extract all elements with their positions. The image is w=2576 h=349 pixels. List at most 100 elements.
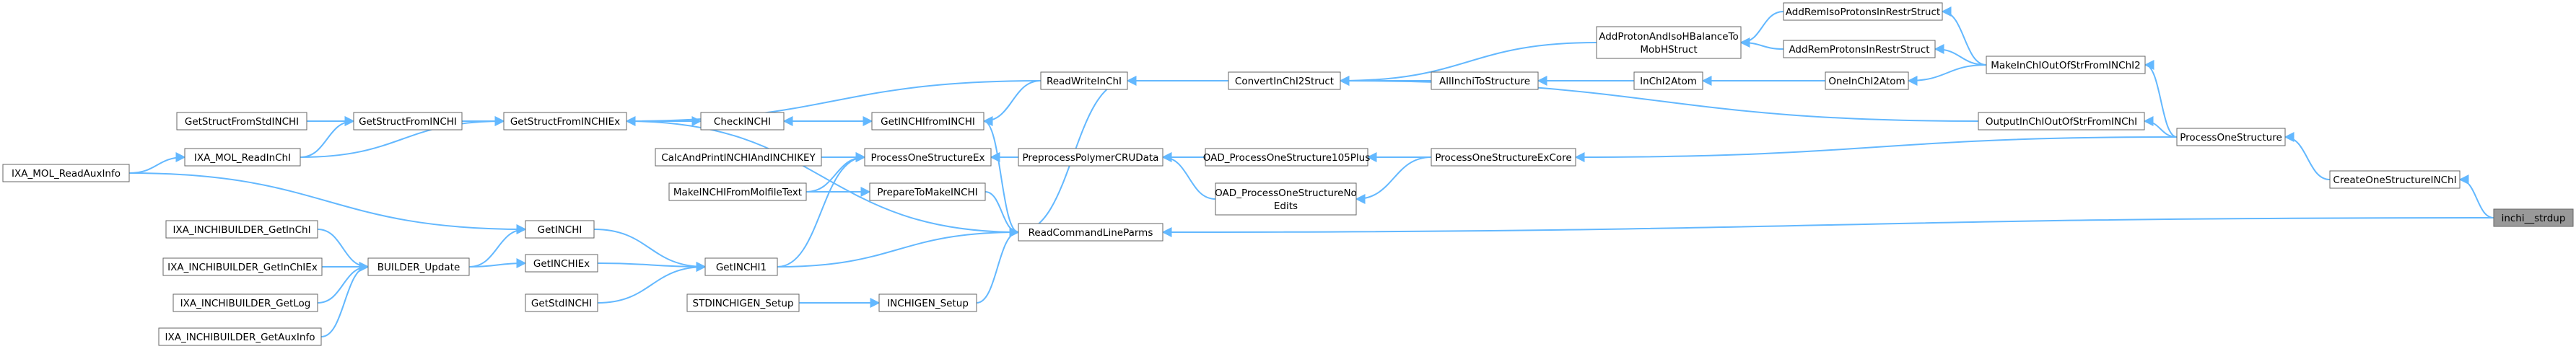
node-box (1978, 112, 2145, 131)
node-box (1018, 223, 1163, 242)
node-label: GetINCHI (538, 224, 582, 236)
node-AddRemProtonsInRestrStruct[interactable]: AddRemProtonsInRestrStruct (1783, 40, 1936, 58)
edge-GetINCHI1-to-GetINCHIEx (597, 261, 707, 272)
node-ProcessOneStructureEx[interactable]: ProcessOneStructureEx (864, 148, 992, 167)
edge-BUILDER_Update-to-IXA_INCHIBUILDER_GetInChI (317, 229, 370, 272)
node-GetINCHIEx[interactable]: GetINCHIEx (525, 254, 598, 273)
node-GetINCHI1[interactable]: GetINCHI1 (704, 257, 778, 276)
node-label: STDINCHIGEN_Setup (693, 298, 794, 309)
node-box (1783, 2, 1943, 21)
node-label: MobHStruct (1640, 44, 1697, 56)
node-OneInChI2Atom[interactable]: OneInChI2Atom (1825, 71, 1909, 90)
node-CheckINCHI[interactable]: CheckINCHI (700, 112, 785, 131)
node-INCHIGEN_Setup[interactable]: INCHIGEN_Setup (878, 293, 977, 312)
node-box (525, 293, 598, 312)
node-BUILDER_Update[interactable]: BUILDER_Update (367, 257, 470, 276)
node-GetStdINCHI[interactable]: GetStdINCHI (525, 293, 598, 312)
edge-AddRemIsoProtonsInRestrStruct-to-MakeInChIOutOfStrFromINChI2 (1941, 6, 1987, 66)
node-GetINCHIfromINCHI[interactable]: GetINCHIfromINCHI (871, 112, 984, 131)
edge-ReadCommandLineParms-to-inchi_strdup (1161, 217, 2494, 237)
edge-ConvertInChI2Struct-to-AddProtonAndIsoHBalanceToMobHStruct (1339, 42, 1597, 86)
node-PreprocessPolymerCRUData[interactable]: PreprocessPolymerCRUData (1018, 148, 1163, 167)
node-OAD_ProcessOneStructure105Plus[interactable]: OAD_ProcessOneStructure105Plus (1203, 148, 1371, 167)
node-CreateOneStructureINChI[interactable]: CreateOneStructureINChI (2329, 170, 2461, 189)
edge-ReadCommandLineParms-to-GetINCHIfromINCHI (983, 120, 1020, 237)
node-label: GetStructFromStdINCHI (185, 116, 299, 128)
edge-GetINCHIEx-to-BUILDER_Update (468, 258, 527, 269)
node-box (704, 257, 778, 276)
node-ProcessOneStructureExCore[interactable]: ProcessOneStructureExCore (1431, 148, 1576, 167)
node-ProcessOneStructure[interactable]: ProcessOneStructure (2176, 128, 2286, 146)
node-label: OneInChI2Atom (1828, 76, 1905, 87)
node-label: IXA_INCHIBUILDER_GetLog (180, 298, 311, 309)
node-AddRemIsoProtonsInRestrStruct[interactable]: AddRemIsoProtonsInRestrStruct (1783, 2, 1943, 21)
node-label: ReadWriteInChI (1047, 76, 1122, 87)
node-label: IXA_MOL_ReadAuxInfo (12, 168, 121, 180)
node-box (2, 164, 130, 182)
node-box (878, 293, 977, 312)
node-AllInchiToStructure[interactable]: AllInchiToStructure (1431, 71, 1539, 90)
node-IXA_MOL_ReadAuxInfo[interactable]: IXA_MOL_ReadAuxInfo (2, 164, 130, 182)
node-box (525, 220, 595, 239)
edge-CreateOneStructureINChI-to-inchi_strdup (2458, 174, 2494, 218)
node-box (1215, 182, 1357, 216)
node-box (869, 182, 986, 201)
node-box (2493, 208, 2574, 227)
node-label: GetStdINCHI (531, 298, 592, 309)
edge-layer (128, 6, 2494, 337)
node-GetStructFromINCHI[interactable]: GetStructFromINCHI (353, 112, 463, 131)
node-ConvertInChI2Struct[interactable]: ConvertInChI2Struct (1228, 71, 1341, 90)
node-IXA_INCHIBUILDER_GetInChI[interactable]: IXA_INCHIBUILDER_GetInChI (165, 220, 318, 239)
node-GetINCHI[interactable]: GetINCHI (525, 220, 595, 239)
node-MakeINCHIFromMolfileText[interactable]: MakeINCHIFromMolfileText (668, 182, 807, 201)
edge-ReadCommandLineParms-to-GetINCHI1 (777, 227, 1020, 268)
edge-BUILDER_Update-to-IXA_INCHIBUILDER_GetAuxInfo (320, 262, 370, 337)
node-inchi_strdup[interactable]: inchi__strdup (2493, 208, 2574, 227)
node-box (668, 182, 807, 201)
node-box (2176, 128, 2286, 146)
node-IXA_MOL_ReadInChI[interactable]: IXA_MOL_ReadInChI (184, 148, 301, 167)
node-GetStructFromStdINCHI[interactable]: GetStructFromStdINCHI (176, 112, 307, 131)
edge-PreprocessPolymerCRUData-to-OAD_ProcessOneStructureNoEdits (1161, 152, 1216, 200)
node-label: ProcessOneStructure (2180, 132, 2282, 143)
node-label: GetStructFromINCHIEx (510, 116, 620, 128)
edge-MakeInChIOutOfStrFromINChI2-to-ProcessOneStructure (2144, 60, 2178, 138)
edge-IXA_MOL_ReadInChI-to-IXA_MOL_ReadAuxInfo (128, 152, 186, 174)
node-box (173, 293, 318, 312)
node-label: ProcessOneStructureExCore (1435, 152, 1571, 164)
node-ReadCommandLineParms[interactable]: ReadCommandLineParms (1018, 223, 1163, 242)
node-MakeInChIOutOfStrFromINChI2[interactable]: MakeInChIOutOfStrFromINChI2 (1986, 56, 2146, 74)
node-IXA_INCHIBUILDER_GetLog[interactable]: IXA_INCHIBUILDER_GetLog (173, 293, 318, 312)
node-GetStructFromINCHIEx[interactable]: GetStructFromINCHIEx (503, 112, 627, 131)
node-box (1431, 148, 1576, 167)
node-box (1596, 26, 1742, 59)
node-label: ProcessOneStructureEx (870, 152, 984, 164)
edge-ProcessOneStructure-to-CreateOneStructureINChI (2284, 132, 2331, 180)
node-IXA_INCHIBUILDER_GetInChIEx[interactable]: IXA_INCHIBUILDER_GetInChIEx (162, 257, 323, 276)
node-box (1825, 71, 1909, 90)
node-OutputInChIOutOfStrFromINChI[interactable]: OutputInChIOutOfStrFromINChI (1978, 112, 2145, 131)
node-ReadWriteInChI[interactable]: ReadWriteInChI (1040, 71, 1128, 90)
node-IXA_INCHIBUILDER_GetAuxInfo[interactable]: IXA_INCHIBUILDER_GetAuxInfo (158, 327, 322, 346)
node-label: OutputInChIOutOfStrFromINChI (1986, 116, 2137, 128)
node-InChI2Atom[interactable]: InChI2Atom (1633, 71, 1703, 90)
edge-AddProtonAndIsoHBalanceToMobHStruct-to-AddRemProtonsInRestrStruct (1739, 37, 1784, 50)
node-PrepareToMakeINCHI[interactable]: PrepareToMakeINCHI (869, 182, 986, 201)
edge-GetStructFromINCHI-to-IXA_MOL_ReadInChI (300, 116, 355, 158)
node-label: INCHIGEN_Setup (887, 298, 969, 309)
node-CalcAndPrintINCHIAndINCHIKEY[interactable]: CalcAndPrintINCHIAndINCHIKEY (655, 148, 822, 167)
node-label: AddRemProtonsInRestrStruct (1789, 44, 1929, 56)
node-box (1018, 148, 1163, 167)
node-label: AllInchiToStructure (1439, 76, 1530, 87)
node-label: InChI2Atom (1640, 76, 1697, 87)
edge-ReadCommandLineParms-to-PrepareToMakeINCHI (984, 191, 1020, 237)
node-label: IXA_INCHIBUILDER_GetAuxInfo (165, 332, 315, 343)
node-label: BUILDER_Update (377, 262, 460, 273)
node-box (864, 148, 992, 167)
node-STDINCHIGEN_Setup[interactable]: STDINCHIGEN_Setup (686, 293, 800, 312)
node-label: MakeINCHIFromMolfileText (673, 187, 802, 198)
node-box (2329, 170, 2461, 189)
